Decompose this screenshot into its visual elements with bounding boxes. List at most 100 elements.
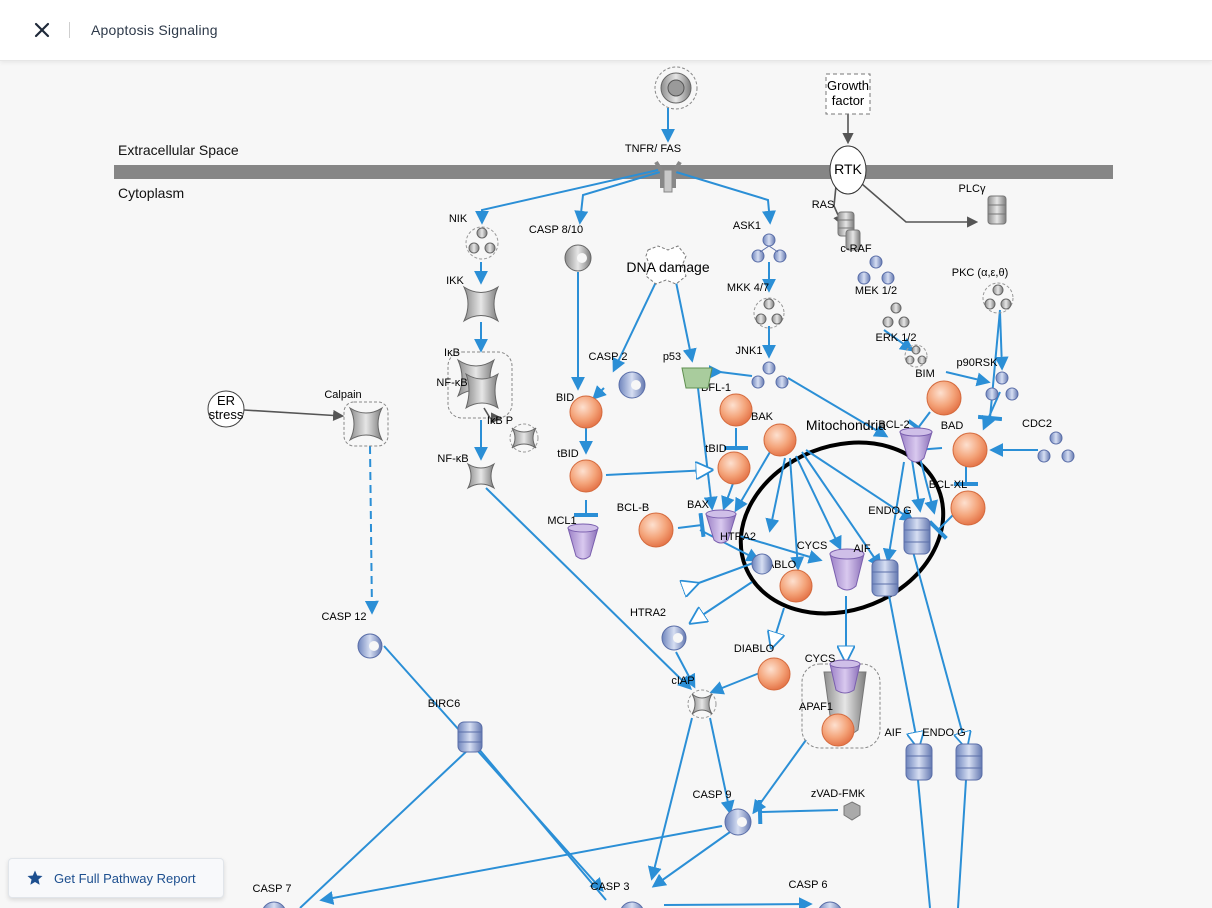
bim-orange-node[interactable]: [926, 380, 962, 416]
aif-label: AIF: [884, 727, 901, 739]
bcl2-label: BCL-2: [878, 419, 909, 431]
nfkb-complex-label: NF-κB: [436, 377, 467, 389]
get-full-pathway-report-button[interactable]: Get Full Pathway Report: [8, 858, 224, 898]
bim-label: BIM: [915, 368, 935, 380]
casp6-label: CASP 6: [789, 879, 828, 891]
bid-node[interactable]: [569, 395, 603, 429]
ikb-label: IκB: [444, 347, 460, 359]
casp3-node[interactable]: [620, 901, 644, 908]
ask1-node[interactable]: [751, 233, 787, 263]
pathway-edges: [299, 108, 1038, 908]
calpain-node[interactable]: [343, 401, 389, 447]
aif-mito-node[interactable]: [871, 559, 899, 597]
ask1-label: ASK1: [733, 220, 761, 232]
ligand-node[interactable]: [654, 66, 698, 110]
diablo-label: DIABLO: [734, 643, 775, 655]
tbid-2-node[interactable]: [717, 451, 751, 485]
casp810-node[interactable]: [564, 244, 592, 272]
mek-label: MEK 1/2: [855, 285, 897, 297]
diablo-node[interactable]: [757, 657, 791, 691]
nik-label: NIK: [449, 213, 468, 225]
tbid-1-node[interactable]: [569, 459, 603, 493]
bim-node[interactable]: [904, 344, 928, 368]
htra2-mito-node[interactable]: [751, 553, 773, 575]
rtk-label: RTK: [834, 161, 862, 177]
er-stress-node[interactable]: [207, 390, 245, 428]
bcl2-node[interactable]: [899, 427, 933, 463]
growth-factor-label-2: factor: [832, 93, 865, 108]
growth-factor-node[interactable]: [825, 73, 871, 115]
casp2-node[interactable]: [618, 371, 646, 399]
craf-node[interactable]: [845, 229, 861, 251]
plcg-node[interactable]: [987, 195, 1007, 225]
dna-damage-node[interactable]: [645, 245, 687, 285]
pathway-canvas[interactable]: Extracellular Space Cytoplasm: [0, 61, 1212, 908]
casp6-node[interactable]: [818, 901, 842, 908]
ikk-label: IKK: [446, 275, 464, 287]
mek-node[interactable]: [857, 255, 895, 285]
bax-node[interactable]: [705, 509, 737, 544]
cycs-mito-node[interactable]: [829, 548, 865, 591]
close-icon[interactable]: [32, 20, 52, 40]
zvad-node[interactable]: [843, 801, 861, 821]
nik-node[interactable]: [465, 226, 499, 260]
ciap-node[interactable]: [687, 689, 717, 719]
mcl1-node[interactable]: [567, 523, 599, 560]
pkc-label: PKC (α,ε,θ): [952, 267, 1009, 279]
birc6-node[interactable]: [457, 721, 483, 753]
casp12-node[interactable]: [357, 633, 383, 659]
extracellular-label: Extracellular Space: [118, 142, 239, 158]
endog-mito-node[interactable]: [903, 517, 931, 555]
p90rsk-node[interactable]: [985, 371, 1019, 401]
apaf1-label: APAF1: [799, 701, 833, 713]
er-stress-label-2: stress: [209, 407, 244, 422]
casp810-label: CASP 8/10: [529, 224, 583, 236]
ikk-node[interactable]: [462, 285, 500, 323]
nfkb-complex-node[interactable]: [447, 351, 513, 419]
bfl1-node[interactable]: [719, 393, 753, 427]
erk-node[interactable]: [882, 302, 910, 328]
report-button-label: Get Full Pathway Report: [54, 870, 196, 886]
casp9-node[interactable]: [724, 808, 752, 836]
tnfr-receptor-node[interactable]: [654, 160, 682, 193]
pathway-edges-gray: [243, 114, 979, 424]
rtk-node[interactable]: [829, 145, 867, 195]
bclxl-node[interactable]: [950, 490, 986, 526]
aif-mito-label: AIF: [853, 543, 870, 555]
tnfr-label: TNFR/ FAS: [625, 143, 681, 155]
nfkb-node[interactable]: [466, 462, 496, 490]
plcg-label: PLCγ: [959, 183, 986, 195]
tbid-2-label: tBID: [705, 443, 726, 455]
endog-node[interactable]: [955, 743, 983, 781]
growth-factor-label-1: Growth: [827, 78, 869, 93]
erk-label: ERK 1/2: [876, 332, 917, 344]
bad-node[interactable]: [952, 432, 988, 468]
pathway-diagram[interactable]: Extracellular Space Cytoplasm: [0, 61, 1212, 908]
bclb-node[interactable]: [638, 512, 674, 548]
jnk1-node[interactable]: [751, 361, 789, 389]
bak-label: BAK: [751, 411, 774, 423]
diablo-mito-node[interactable]: [779, 569, 813, 603]
mitochondria-compartment[interactable]: [715, 413, 969, 643]
bak-node[interactable]: [763, 423, 797, 457]
cytoplasm-label: Cytoplasm: [118, 185, 184, 201]
ikbp-node[interactable]: [509, 423, 539, 453]
star-icon: [27, 870, 43, 885]
mkk47-label: MKK 4/7: [727, 282, 769, 294]
bclxl-label: BCL-XL: [929, 479, 968, 491]
pkc-node[interactable]: [982, 282, 1014, 314]
mkk47-node[interactable]: [753, 297, 785, 329]
aif-node[interactable]: [905, 743, 933, 781]
htra2-mito-label: HTRA2: [720, 531, 756, 543]
mitochondria-label: Mitochondria: [806, 417, 886, 433]
craf-label: c-RAF: [840, 243, 871, 255]
p53-node[interactable]: [681, 367, 713, 389]
casp9-label: CASP 9: [693, 789, 732, 801]
ciap-label: cIAP: [671, 675, 694, 687]
calpain-label: Calpain: [324, 389, 361, 401]
htra2-node[interactable]: [661, 625, 687, 651]
cdc2-node[interactable]: [1037, 431, 1075, 463]
apaf1-complex-node[interactable]: [801, 659, 881, 749]
ras-label: RAS: [812, 199, 835, 211]
casp7-node[interactable]: [262, 901, 286, 908]
